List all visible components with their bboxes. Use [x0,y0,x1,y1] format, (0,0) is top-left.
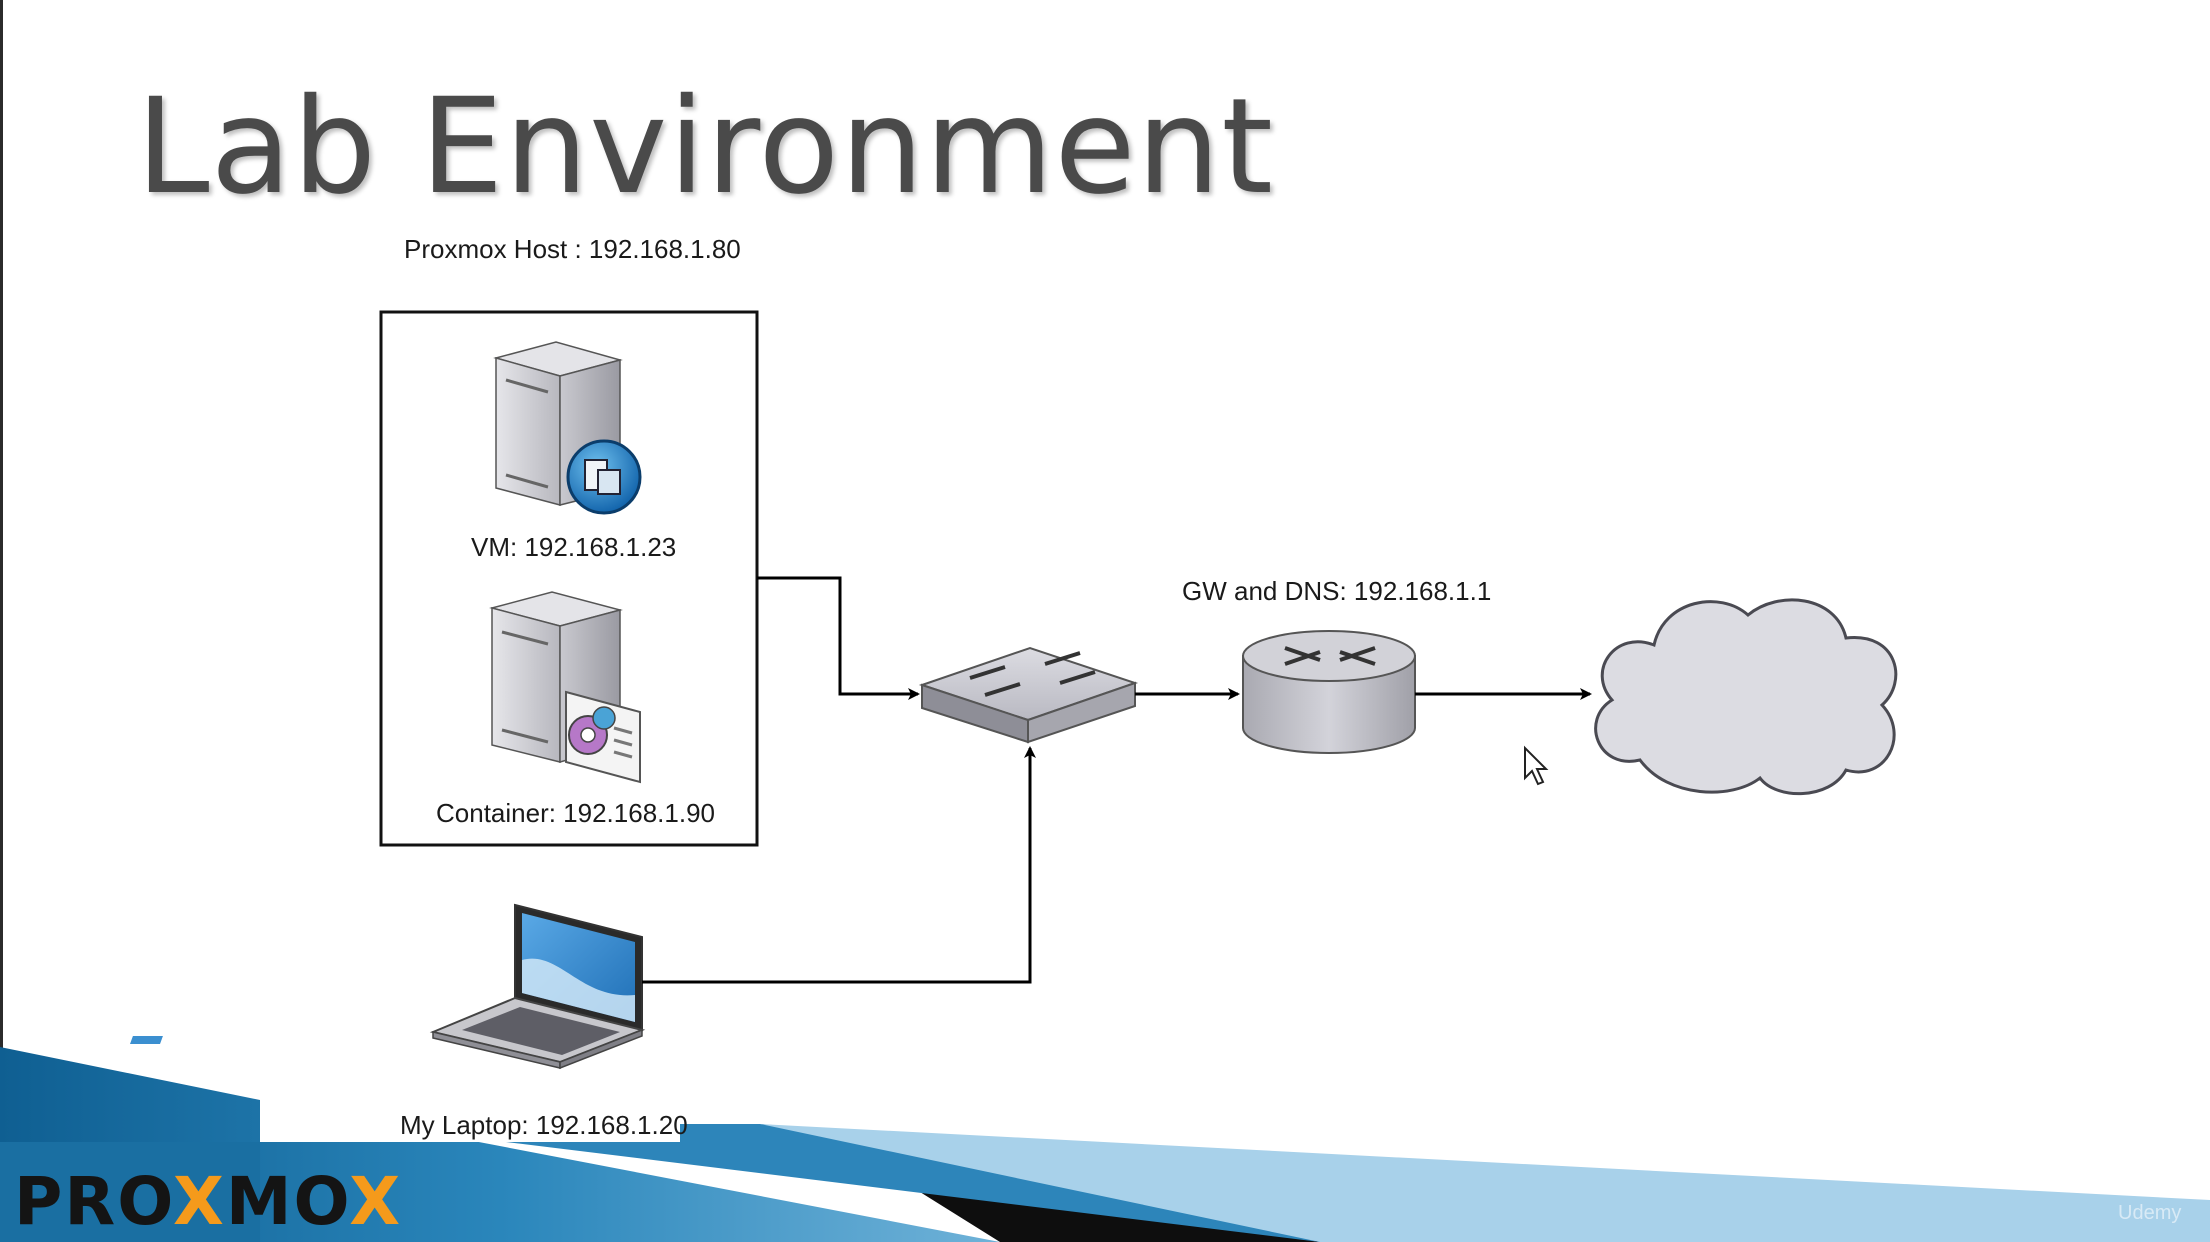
proxmox-logo: PROXMOX [14,1163,403,1240]
mouse-cursor-icon [1524,745,1549,786]
container-label: Container: 192.168.1.90 [436,798,715,828]
laptop-label: My Laptop: 192.168.1.20 [400,1110,688,1140]
laptop-icon [130,903,646,1070]
vm-server-icon [493,341,642,515]
slide-title: Lab Environment [136,70,1275,224]
slide-left-edge [0,0,3,1242]
gateway-label: GW and DNS: 192.168.1.1 [1182,576,1492,606]
switch-icon [918,646,1139,744]
connector-host-to-switch [757,576,920,700]
proxmox-host-label: Proxmox Host : 192.168.1.80 [404,234,741,264]
router-icon [1242,630,1416,754]
vm-label: VM: 192.168.1.23 [471,532,677,562]
container-server-icon [489,591,641,784]
proxmox-banner [0,1047,2210,1242]
internet-cloud-icon [1594,598,1898,796]
udemy-watermark: Udemy [2118,1202,2182,1224]
connector-laptop-to-switch [642,746,1036,984]
